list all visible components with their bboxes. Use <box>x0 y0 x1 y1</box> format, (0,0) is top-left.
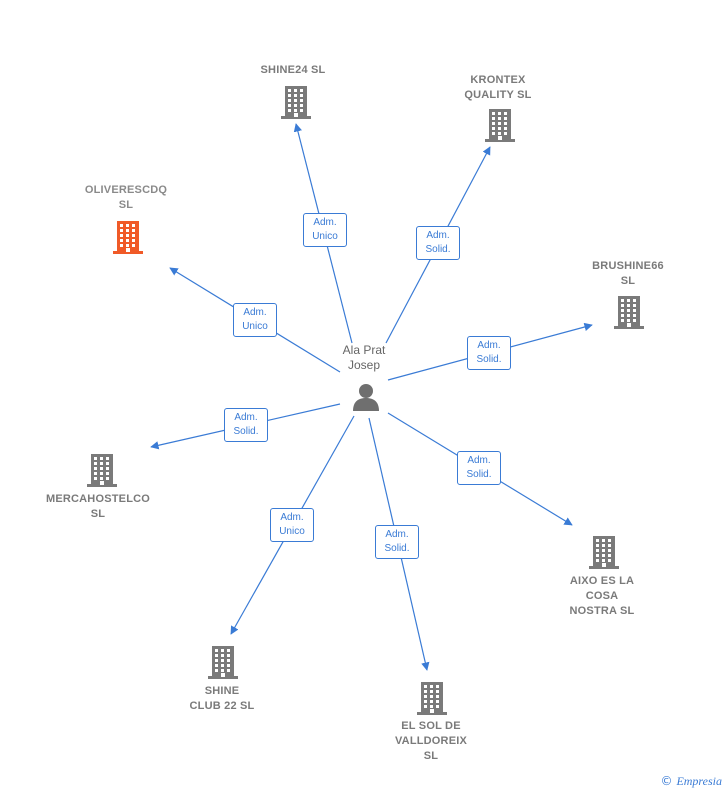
building-icon[interactable] <box>280 84 312 120</box>
company-name-shine24[interactable]: SHINE24 SL <box>260 64 326 76</box>
company-name-krontex[interactable]: KRONTEX QUALITY SL <box>464 74 532 101</box>
building-icon[interactable] <box>207 644 239 680</box>
company-name-brushine66[interactable]: BRUSHINE66 SL <box>592 260 664 287</box>
person-icon[interactable] <box>351 382 381 412</box>
copyright-icon: © <box>660 774 673 788</box>
relation-label-shine24[interactable]: Adm. Unico <box>303 213 347 247</box>
brand-name: Empresia <box>676 774 722 788</box>
relation-label-oliverescdq[interactable]: Adm. Unico <box>233 303 277 337</box>
building-icon[interactable] <box>86 452 118 488</box>
building-icon[interactable] <box>484 107 516 143</box>
building-icon[interactable] <box>588 534 620 570</box>
relation-label-elsol[interactable]: Adm. Solid. <box>375 525 419 559</box>
company-name-elsol[interactable]: EL SOL DE VALLDOREIX SL <box>394 720 468 762</box>
building-icon[interactable] <box>416 680 448 716</box>
company-name-mercahostelco[interactable]: MERCAHOSTELCO SL <box>45 493 151 520</box>
company-name-aixo[interactable]: AIXO ES LA COSA NOSTRA SL <box>569 575 635 617</box>
company-name-shineclub[interactable]: SHINE CLUB 22 SL <box>189 685 255 712</box>
relation-label-krontex[interactable]: Adm. Solid. <box>416 226 460 260</box>
footer-brand: ©Empresia <box>660 774 722 789</box>
relation-label-aixo[interactable]: Adm. Solid. <box>457 451 501 485</box>
relation-label-brushine66[interactable]: Adm. Solid. <box>467 336 511 370</box>
building-icon[interactable] <box>613 294 645 330</box>
building-icon[interactable] <box>112 219 144 255</box>
person-name[interactable]: Ala Prat Josep <box>342 343 386 372</box>
relation-label-mercahostelco[interactable]: Adm. Solid. <box>224 408 268 442</box>
company-name-oliverescdq[interactable]: OLIVERESCDQ SL <box>84 184 168 211</box>
relation-label-shineclub[interactable]: Adm. Unico <box>270 508 314 542</box>
